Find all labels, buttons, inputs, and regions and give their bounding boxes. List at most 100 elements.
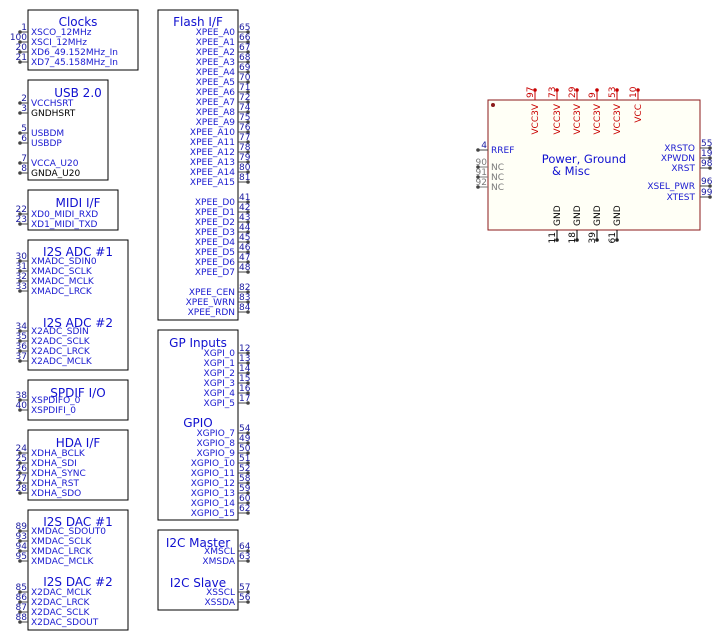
pin-endpoint [708, 146, 712, 150]
pin-endpoint [246, 170, 250, 174]
pin-label: XMDAC_SCLK [31, 537, 92, 547]
pin-number: 89 [16, 522, 28, 532]
pin-number: 62 [239, 504, 250, 514]
pin-number: 43 [239, 213, 250, 223]
pin-number: 93 [16, 532, 27, 542]
block-outline [27, 509, 129, 631]
pin-endpoint [555, 238, 559, 242]
pin-number: 42 [239, 203, 250, 213]
pin-number: 1 [21, 23, 27, 33]
pin-label: X2ADC_SDIN [31, 327, 89, 337]
pin-endpoint [18, 481, 22, 485]
pin-label: GND [573, 205, 583, 226]
pin-number: 63 [239, 552, 250, 562]
pin-endpoint [246, 220, 250, 224]
pin-label: XGPI_4 [204, 389, 236, 399]
pin-endpoint [476, 185, 480, 189]
pin-endpoint [246, 150, 250, 154]
pin-number: 66 [239, 33, 251, 43]
pin-label: GNDHSRT [31, 109, 76, 119]
pin-number: 45 [239, 233, 250, 243]
block-outline [27, 79, 109, 181]
pin-number: 99 [701, 188, 713, 198]
pin-number: 53 [608, 87, 618, 98]
pin-number: 40 [16, 401, 28, 411]
pin-endpoint [708, 156, 712, 160]
pin-label: XPEE_D3 [195, 228, 235, 238]
pin-endpoint [246, 491, 250, 495]
pin-number: 59 [239, 484, 251, 494]
pin-number: 26 [16, 464, 28, 474]
pin-endpoint [18, 491, 22, 495]
pin-label: XRSTO [664, 144, 695, 154]
section-title: Flash I/F [173, 15, 223, 29]
pin-label: XPEE_D5 [195, 248, 235, 258]
pin-number: 32 [16, 272, 27, 282]
pin-endpoint [18, 471, 22, 475]
pin-endpoint [18, 60, 22, 64]
pin-endpoint [615, 88, 619, 92]
pin-endpoint [18, 461, 22, 465]
pin-endpoint [18, 539, 22, 543]
pin-endpoint [246, 130, 250, 134]
section-title: GP Inputs [169, 336, 227, 350]
pin-label: XGPIO_15 [191, 509, 235, 519]
block-outline [157, 529, 239, 611]
pin-number: 50 [239, 444, 251, 454]
pin-endpoint [18, 620, 22, 624]
pin-endpoint [246, 501, 250, 505]
pin-label: XPEE_A2 [196, 48, 235, 58]
pin-endpoint [246, 451, 250, 455]
pin-endpoint [246, 160, 250, 164]
pin-number: 71 [239, 83, 250, 93]
pin-label: VCC3V [531, 103, 541, 134]
pin-label: XPEE_A9 [196, 118, 236, 128]
pin-endpoint [18, 529, 22, 533]
pin-number: 52 [239, 464, 250, 474]
block-outline [27, 429, 129, 501]
power-ground-misc-symbol: Power, Ground& Misc97VCC3V73VCC3V29VCC3V… [476, 86, 713, 243]
pin-label: VCC3V [573, 103, 583, 134]
pin-label: XSPDIFO_0 [31, 396, 81, 406]
pin-label: XGPIO_11 [191, 469, 235, 479]
pin-endpoint [575, 88, 579, 92]
pin-label: X2ADC_SCLK [31, 337, 91, 347]
pin-endpoint [18, 131, 22, 135]
pin-label: XMADC_SDIN0 [31, 257, 97, 267]
pin-endpoint [18, 111, 22, 115]
pin-number: 18 [568, 232, 578, 244]
pin-endpoint [246, 50, 250, 54]
pin-label: XPEE_CEN [189, 288, 235, 298]
pin-endpoint [18, 269, 22, 273]
section-title: I2S DAC #2 [43, 575, 113, 589]
pin-label: XSCO_12MHz [31, 28, 92, 38]
pin-label: XMDAC_SDOUT0 [31, 527, 106, 537]
pin-endpoint [595, 238, 599, 242]
pin-number: 69 [239, 63, 251, 73]
pin-label: XGPI_2 [204, 369, 235, 379]
pin-label: XMADC_SCLK [31, 267, 93, 277]
pin-endpoint [18, 212, 22, 216]
pin-number: 90 [476, 158, 488, 168]
pin-endpoint [18, 610, 22, 614]
pin-number: 73 [548, 87, 558, 98]
pin-endpoint [246, 90, 250, 94]
pin-number: 14 [239, 364, 251, 374]
pin-label: XGPIO_8 [196, 439, 235, 449]
pin-number: 98 [701, 159, 713, 169]
pin-endpoint [246, 441, 250, 445]
pin-label: RREF [491, 146, 514, 156]
pin-endpoint [18, 359, 22, 363]
pin-endpoint [476, 165, 480, 169]
pin-endpoint [246, 371, 250, 375]
pin-endpoint [246, 511, 250, 515]
pin-label: XPEE_D6 [195, 258, 235, 268]
pin-number: 37 [16, 352, 27, 362]
pin-label: XD6_49.152MHz_In [31, 48, 118, 58]
pin-number: 94 [16, 542, 28, 552]
pin-number: 75 [239, 113, 250, 123]
pin-number: 54 [239, 424, 251, 434]
